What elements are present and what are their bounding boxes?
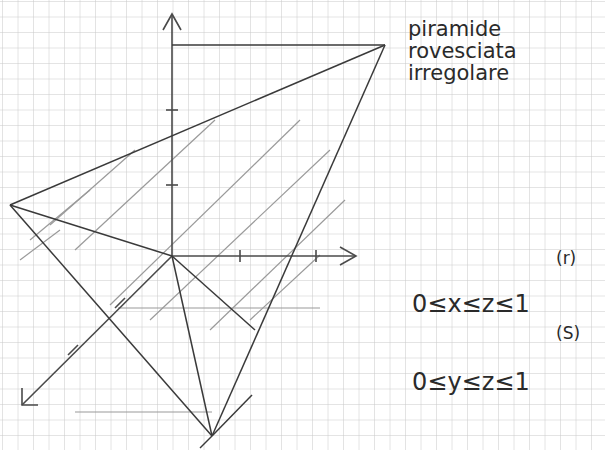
inequality: 0≤y≤z≤1 (412, 370, 530, 395)
inequality-tag: (r) (556, 250, 576, 268)
axes (22, 14, 356, 405)
sketch-note: piramide rovesciata irregolare (408, 18, 548, 84)
guide-lines (20, 120, 345, 412)
pyramid-edges (10, 45, 385, 448)
inequality: 0≤x≤z≤1 (412, 292, 530, 317)
inequality-tag: (S) (556, 325, 580, 343)
